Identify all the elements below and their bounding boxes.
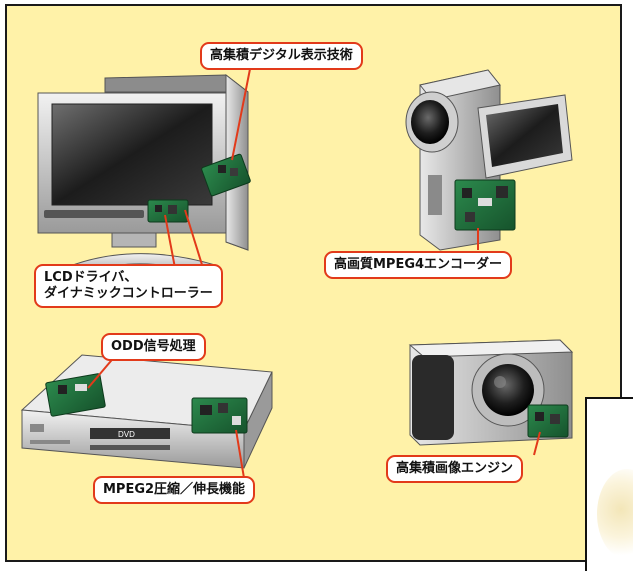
leader-lines [87, 68, 541, 479]
camera-circuit-board [527, 404, 569, 438]
callout-text-line1: LCDドライバ、 [44, 270, 138, 285]
camcorder-circuit-board [454, 179, 516, 231]
callout-text: ODD信号処理 [111, 339, 196, 354]
callout-text: 高画質MPEG4エンコーダー [334, 257, 503, 272]
callout-text-line2: ダイナミックコントローラー [44, 286, 213, 301]
callout-mpeg4-encoder: 高画質MPEG4エンコーダー [324, 251, 513, 279]
callout-text: 高集積デジタル表示技術 [210, 48, 353, 63]
dvd-label: DVD [118, 430, 135, 439]
lcd-monitor [37, 73, 251, 278]
monitor-screen [51, 103, 213, 206]
dvd-player: DVD [20, 354, 273, 469]
callout-mpeg2-codec: MPEG2圧縮／伸長機能 [93, 476, 256, 504]
camcorder [405, 69, 573, 251]
overlapping-panel-fragment [585, 397, 633, 571]
decorative-glow [597, 469, 633, 559]
monitor-circuit-board [147, 153, 251, 223]
digital-camera [408, 339, 574, 446]
callout-odd-signal: ODD信号処理 [101, 333, 206, 361]
callout-text: 高集積画像エンジン [396, 461, 514, 476]
callout-text: MPEG2圧縮／伸長機能 [103, 482, 246, 497]
callout-digital-display-tech: 高集積デジタル表示技術 [200, 42, 363, 70]
callout-image-engine: 高集積画像エンジン [386, 455, 524, 483]
callout-lcd-driver: LCDドライバ、 ダイナミックコントローラー [34, 264, 223, 308]
